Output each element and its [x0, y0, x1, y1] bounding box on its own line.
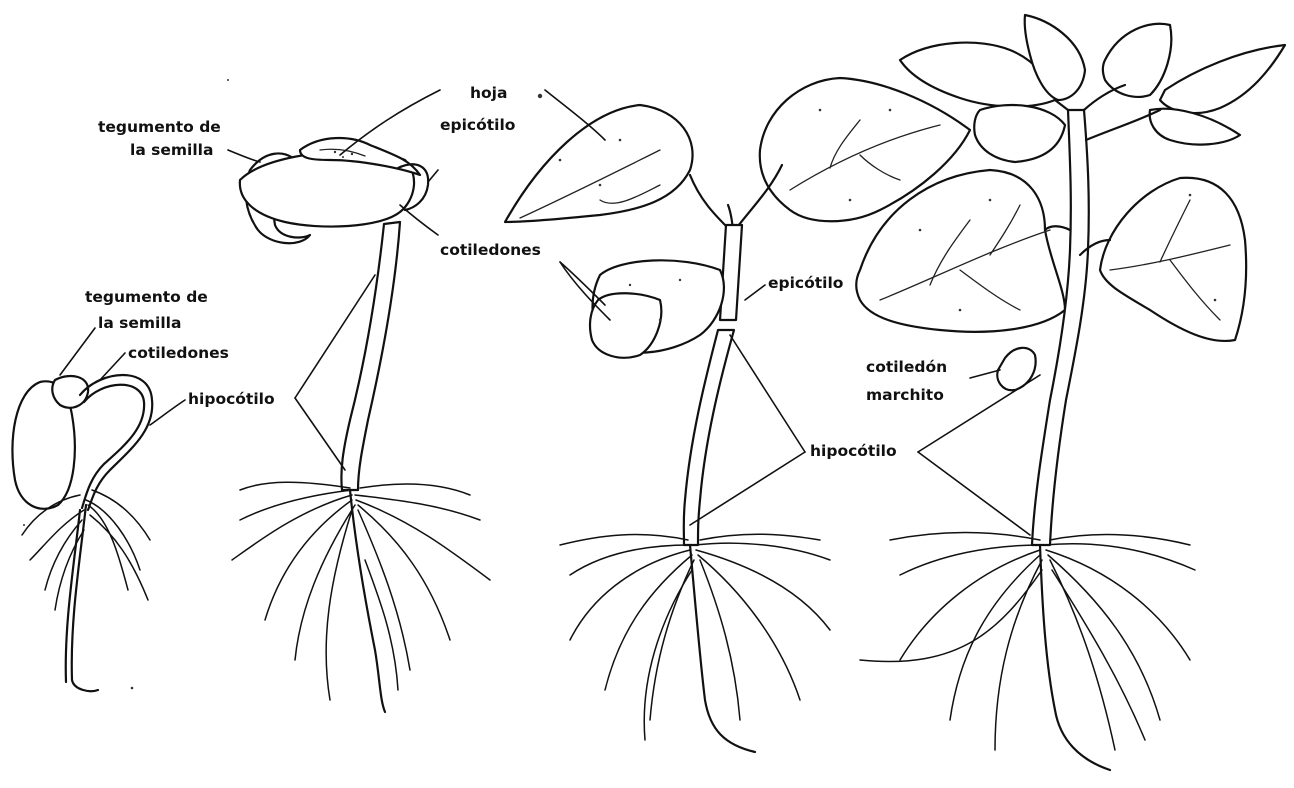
- label-hoja: hoja: [470, 84, 507, 102]
- seedling-stage-3: [505, 78, 970, 752]
- leaf-4f: [974, 105, 1065, 162]
- label-cotiledones-1: cotiledones: [128, 344, 229, 362]
- leaf-4d: [1160, 45, 1285, 113]
- withered-cotyledon: [997, 348, 1035, 390]
- label-hipocotilo-1: hipocótilo: [188, 390, 275, 408]
- label-tegumento-2-line2: la semilla: [130, 141, 213, 159]
- label-epicotilo-2: epicótilo: [440, 116, 515, 134]
- label-epicotilo-3: epicótilo: [768, 274, 843, 292]
- label-tegumento-2-line1: tegumento de: [98, 118, 221, 136]
- stem-4: [1032, 110, 1089, 545]
- label-tegumento-1-line2: la semilla: [98, 314, 181, 332]
- primary-root-1: [72, 505, 98, 691]
- leaf-4c: [1103, 24, 1172, 97]
- epicotyl-3: [720, 225, 742, 320]
- hypocotyl-2: [341, 222, 400, 490]
- label-hipocotilo-34: hipocótilo: [810, 442, 897, 460]
- label-cotiledon-marchito-line1: cotiledón: [866, 358, 947, 376]
- seedling-stage-1: [12, 375, 152, 691]
- seedling-stage-2: [232, 138, 490, 712]
- primary-root-3: [690, 545, 755, 752]
- leaf-4e: [1150, 109, 1240, 145]
- label-cotiledon-marchito-line2: marchito: [866, 386, 944, 404]
- primary-root-4: [1040, 545, 1110, 770]
- leaf-3a: [505, 105, 693, 222]
- label-tegumento-1-line1: tegumento de: [85, 288, 208, 306]
- label-cotiledones-2: cotiledones: [440, 241, 541, 259]
